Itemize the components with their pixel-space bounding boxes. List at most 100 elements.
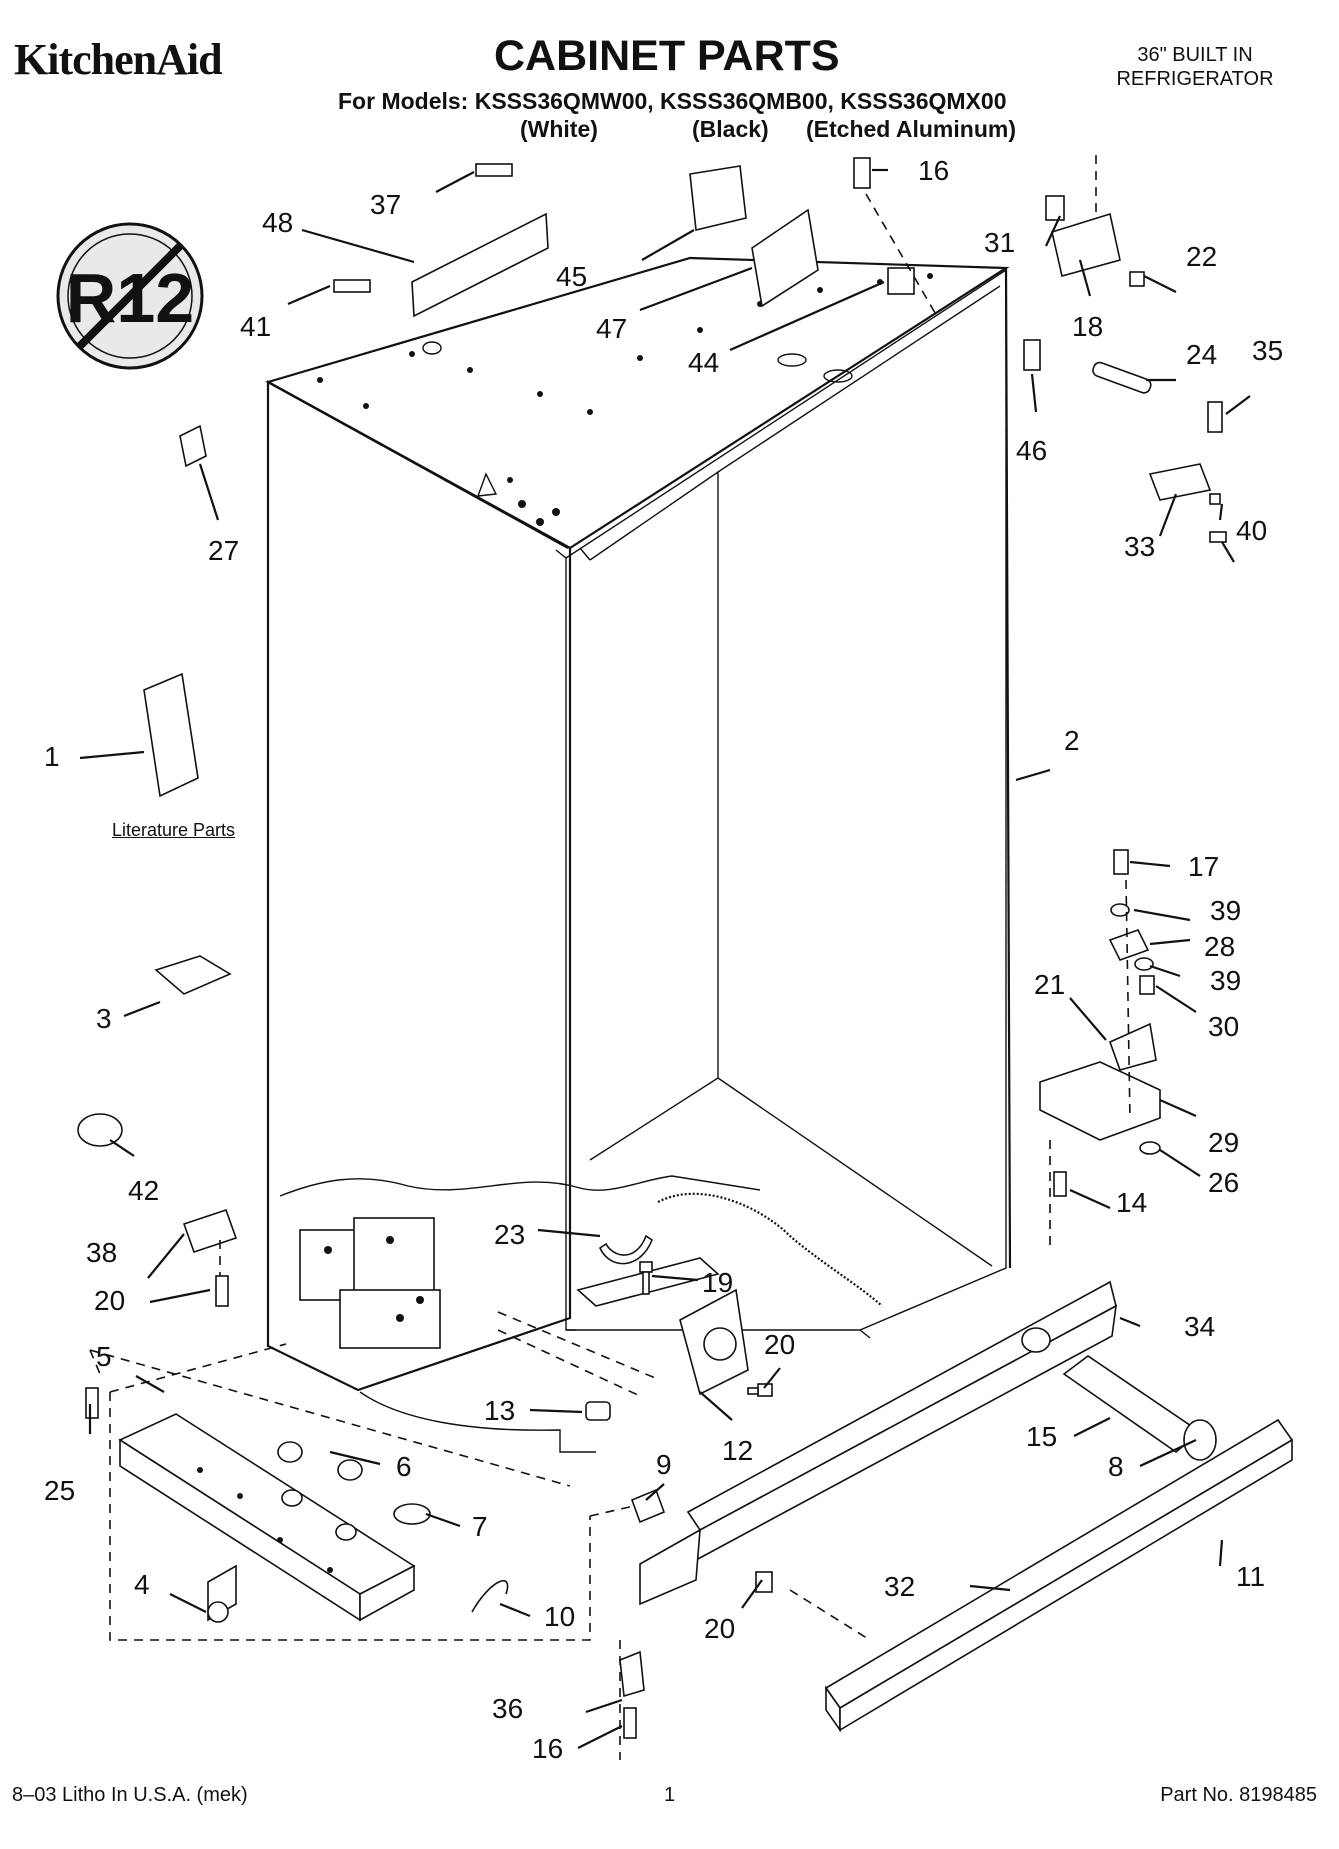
- bracket-47-icon: [751, 208, 819, 308]
- callout-42: 42: [128, 1175, 159, 1206]
- callout-48: 48: [262, 207, 293, 238]
- callout-33: 33: [1124, 531, 1155, 562]
- top-panel-holes: [317, 273, 933, 526]
- callout-leaders: [79, 168, 1251, 1749]
- models-line: For Models: KSSS36QMW00, KSSS36QMB00, KS…: [338, 88, 1007, 114]
- screw-41-icon: [333, 279, 371, 293]
- grommet-6b-icon: [337, 1459, 363, 1481]
- callout-24: 24: [1186, 339, 1217, 370]
- callout-2: 2: [1064, 725, 1080, 756]
- callout-44: 44: [688, 347, 719, 378]
- plug-42-icon: [77, 1113, 123, 1147]
- callout-40: 40: [1236, 515, 1267, 546]
- hinge-18-icon: [1051, 212, 1121, 277]
- product-type-line1: 36" BUILT IN: [1137, 44, 1253, 66]
- product-type-line2: REFRIGERATOR: [1116, 68, 1274, 90]
- callout-19: 19: [702, 1267, 733, 1298]
- callout-6: 6: [396, 1451, 412, 1482]
- clamp-3-icon: [154, 955, 232, 995]
- callout-17: 17: [1188, 851, 1219, 882]
- callout-38: 38: [86, 1237, 117, 1268]
- bracket-48-icon: [411, 212, 549, 318]
- callout-12: 12: [722, 1435, 753, 1466]
- footer-part-number: Part No. 8198485: [1160, 1784, 1317, 1806]
- callout-39a: 39: [1210, 895, 1241, 926]
- page-title: CABINET PARTS: [494, 32, 840, 80]
- washer-39-icon: [1110, 903, 1130, 917]
- callout-20a: 20: [94, 1285, 125, 1316]
- screw-31-icon: [1045, 195, 1065, 221]
- clip-26-icon: [1139, 1141, 1161, 1155]
- screw-20-bottom-icon: [755, 1571, 773, 1593]
- base-rail: [118, 1413, 416, 1622]
- cabinet-shell: [265, 256, 1012, 1392]
- callout-31: 31: [984, 227, 1015, 258]
- clip-9-icon: [630, 1488, 666, 1524]
- callout-30: 30: [1208, 1011, 1239, 1042]
- washer-39b-icon: [1134, 957, 1154, 971]
- kickplate-32: [824, 1418, 1294, 1733]
- callout-39b: 39: [1210, 965, 1241, 996]
- callout-7: 7: [472, 1511, 488, 1542]
- callout-14: 14: [1116, 1187, 1147, 1218]
- clip-27-icon: [179, 424, 207, 468]
- callout-37: 37: [370, 189, 401, 220]
- callout-16-bottom: 16: [532, 1733, 563, 1764]
- variant-etched: (Etched Aluminum): [806, 116, 1016, 142]
- callout-18: 18: [1072, 311, 1103, 342]
- callout-15: 15: [1026, 1421, 1057, 1452]
- callout-8: 8: [1108, 1451, 1124, 1482]
- hose-10-icon: [471, 1579, 509, 1613]
- callout-labels: 1 2 3 4 5 6 7 8 9 10 11 12 13 14 15 16 1…: [44, 155, 1283, 1764]
- callout-10: 10: [544, 1601, 575, 1632]
- callout-20b: 20: [764, 1329, 795, 1360]
- bracket-38-icon: [182, 1208, 238, 1254]
- oval-plug-7-icon: [393, 1503, 431, 1525]
- callout-13: 13: [484, 1395, 515, 1426]
- variant-white: (White): [520, 116, 598, 142]
- screw-20-left-icon: [215, 1275, 229, 1307]
- variant-black: (Black): [692, 116, 769, 142]
- roller-4-icon: [207, 1564, 237, 1623]
- footer-page-number: 1: [664, 1784, 676, 1806]
- callout-46: 46: [1016, 435, 1047, 466]
- washer-40-icon: [1209, 493, 1221, 505]
- callout-3: 3: [96, 1003, 112, 1034]
- callout-45: 45: [556, 261, 587, 292]
- callout-22: 22: [1186, 241, 1217, 272]
- cam-21-icon: [1108, 1022, 1157, 1071]
- bracket-36-icon: [619, 1650, 645, 1698]
- screw-19-icon: [639, 1261, 653, 1295]
- callout-29: 29: [1208, 1127, 1239, 1158]
- callout-9: 9: [656, 1449, 672, 1480]
- compressor-components: [299, 1217, 441, 1349]
- hinge-pin-17-icon: [1113, 849, 1129, 875]
- water-filter-15: [1062, 1355, 1217, 1461]
- callout-23: 23: [494, 1219, 525, 1250]
- callout-35: 35: [1252, 335, 1283, 366]
- screw-16-bottom-icon: [623, 1707, 637, 1739]
- callout-32: 32: [884, 1571, 915, 1602]
- screw-35-icon: [1207, 401, 1223, 433]
- callout-41: 41: [240, 311, 271, 342]
- callout-26: 26: [1208, 1167, 1239, 1198]
- relay-45-icon: [689, 165, 747, 231]
- callout-4: 4: [134, 1569, 150, 1600]
- hinge-29-icon: [1039, 1061, 1161, 1141]
- callout-16-top: 16: [918, 155, 949, 186]
- literature-parts-label: Literature Parts: [112, 820, 236, 840]
- callout-21: 21: [1034, 969, 1065, 1000]
- screw-25-icon: [85, 1387, 99, 1419]
- screw-46-icon: [1023, 339, 1041, 371]
- bracket-33-icon: [1148, 463, 1212, 501]
- callout-5: 5: [96, 1341, 112, 1372]
- callout-20c: 20: [704, 1613, 735, 1644]
- callout-47: 47: [596, 313, 627, 344]
- callout-27: 27: [208, 535, 239, 566]
- stop-28-icon: [1108, 929, 1150, 961]
- no-r12-badge-icon: R12: [56, 222, 204, 370]
- screw-16-top-icon: [853, 157, 871, 189]
- toe-grille-34: [639, 1280, 1118, 1606]
- bushing-30-icon: [1139, 975, 1155, 995]
